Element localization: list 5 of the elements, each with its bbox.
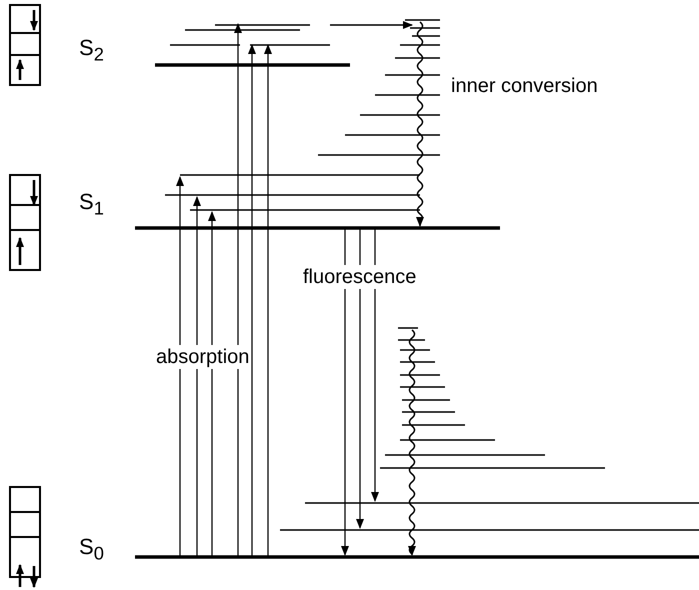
state-label: S$_{1}$	[78, 190, 105, 220]
state-label: S$_{2}$	[78, 36, 105, 66]
process-label: absorption	[155, 345, 250, 369]
state-label: S$_{0}$	[78, 535, 105, 566]
process-label: fluorescence	[302, 265, 418, 289]
